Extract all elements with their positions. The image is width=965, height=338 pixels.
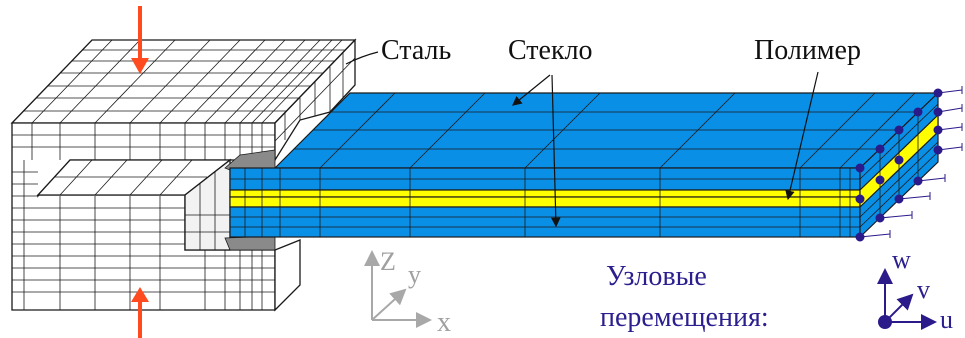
node-marker-icon <box>933 145 943 155</box>
glass-leader-bottom <box>550 74 561 228</box>
glass-bottom-layer <box>229 206 861 238</box>
node-marker-icon <box>855 194 865 204</box>
axis-z-label: Z <box>380 247 396 276</box>
nodal-w-label: w <box>892 245 911 274</box>
node-markers <box>855 86 963 242</box>
node-marker-icon <box>894 194 904 204</box>
steel-lower-right-face <box>274 239 301 312</box>
node-marker-icon <box>933 88 943 98</box>
axis-x-label: x <box>437 307 451 338</box>
node-marker-icon <box>855 163 865 173</box>
polymer-top-layer <box>229 189 861 198</box>
nodal-u-label: u <box>940 305 953 334</box>
node-marker-icon <box>878 315 892 329</box>
node-marker-icon <box>855 232 865 242</box>
beam-top-face <box>273 92 940 169</box>
node-marker-icon <box>875 213 885 223</box>
polymer-label: Полимер <box>754 35 861 66</box>
node-marker-icon <box>875 144 885 154</box>
node-marker-icon <box>875 175 885 185</box>
grip-transition <box>224 149 276 251</box>
steel-label: Сталь <box>381 35 451 66</box>
load-arrow-bottom <box>131 287 149 338</box>
glass-leader-top <box>512 74 551 106</box>
node-marker-icon <box>933 125 943 135</box>
node-marker-icon <box>913 107 923 117</box>
label-leaders <box>345 51 819 228</box>
beam-mesh <box>230 92 939 237</box>
nodal-v-label: v <box>917 275 930 304</box>
node-marker-icon <box>894 125 904 135</box>
glass-label: Стекло <box>508 35 593 66</box>
axis-y-label: y <box>408 260 421 289</box>
nodal-axes: w v u <box>877 245 953 334</box>
polymer-leader <box>785 71 819 201</box>
global-axes: Z y x <box>364 247 451 338</box>
node-marker-icon <box>933 107 943 117</box>
steel-leader <box>345 51 379 65</box>
laminated-beam <box>229 91 940 239</box>
load-arrow-top <box>131 6 149 74</box>
steel-mesh <box>12 39 356 310</box>
nodal-title-line2: перемещения: <box>600 302 769 333</box>
polymer-bottom-layer <box>229 196 861 208</box>
axis-arrow-icon <box>371 288 407 321</box>
node-marker-icon <box>894 155 904 165</box>
node-marker-icon <box>913 176 923 186</box>
nodal-title-line1: Узловые <box>606 261 707 292</box>
